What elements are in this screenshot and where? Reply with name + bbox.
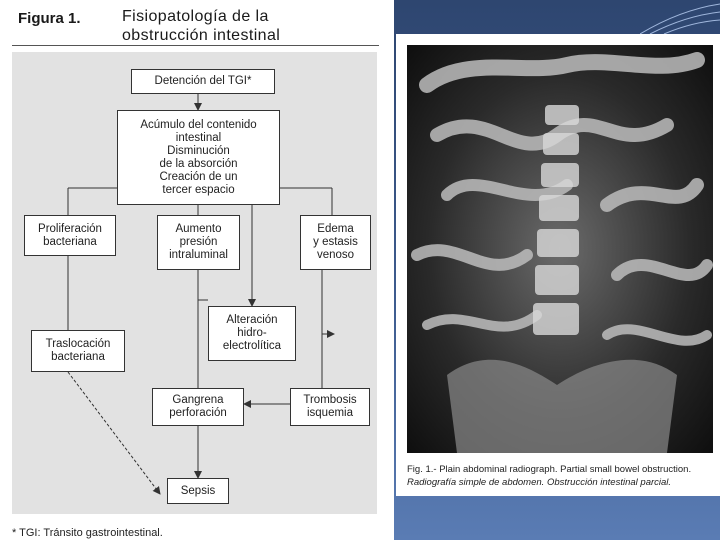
node-acumulo: Acúmulo del contenido intestinal Disminu… — [117, 110, 280, 205]
radiograph-caption-spanish: Radiografía simple de abdomen. Obstrucci… — [407, 477, 672, 488]
title-divider — [12, 45, 379, 46]
radiograph-slide: Fig. 1.- Plain abdominal radiograph. Par… — [394, 0, 720, 540]
node-proliferacion: Proliferación bacteriana — [24, 215, 116, 256]
abdominal-radiograph-image — [407, 45, 713, 453]
node-sepsis: Sepsis — [167, 478, 229, 504]
figure-title-line2: obstrucción intestinal — [122, 27, 281, 44]
node-edema: Edema y estasis venoso — [300, 215, 371, 270]
figure-title: Figura 1. Fisiopatología de la obstrucci… — [18, 8, 383, 48]
node-alteracion: Alteración hidro- electrolítica — [208, 306, 296, 361]
radiograph-caption-english: Fig. 1.- Plain abdominal radiograph. Par… — [407, 464, 692, 475]
decorative-corner-lines — [640, 3, 720, 34]
node-traslocacion: Traslocación bacteriana — [31, 330, 125, 372]
figure-label: Figura 1. — [18, 10, 81, 27]
footnote: * TGI: Tránsito gastrointestinal. — [12, 527, 163, 539]
figure-panel: Figura 1. Fisiopatología de la obstrucci… — [12, 8, 383, 539]
node-trombosis: Trombosis isquemia — [290, 388, 370, 426]
node-detencion: Detención del TGI* — [131, 69, 275, 94]
figure-title-line1: Fisiopatología de la — [122, 8, 269, 25]
node-aumento: Aumento presión intraluminal — [157, 215, 240, 270]
node-gangrena: Gangrena perforación — [152, 388, 244, 426]
